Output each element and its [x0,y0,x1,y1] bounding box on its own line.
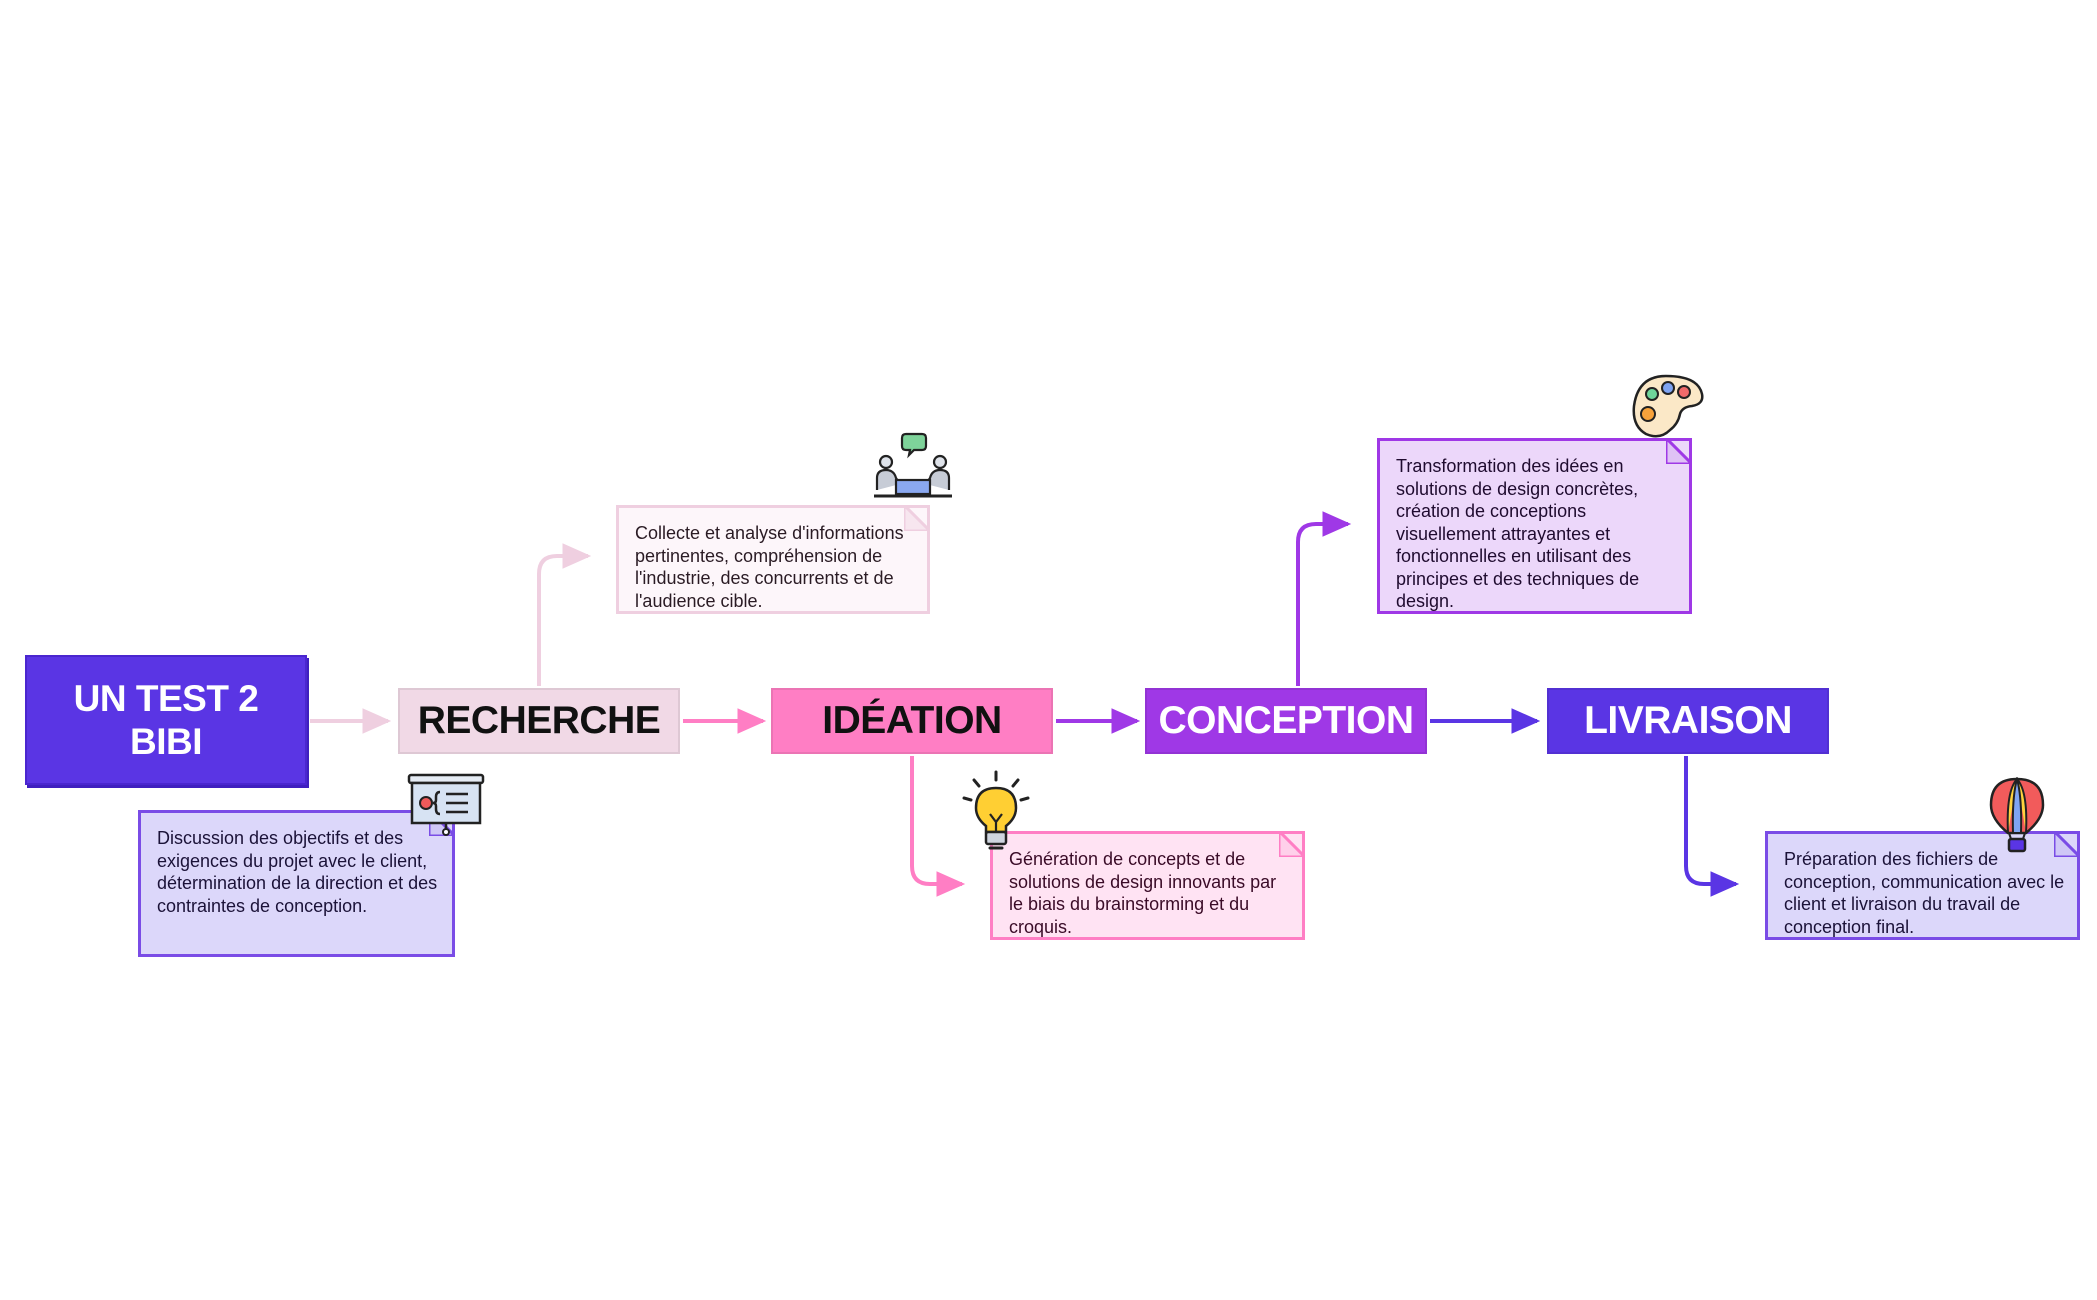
connector-ideation-note [910,756,966,897]
root-node-label: UN TEST 2 BIBI [73,678,259,762]
note-livraison[interactable]: Préparation des fichiers de conception, … [1765,831,2080,940]
note-recherche[interactable]: Collecte et analyse d'informations perti… [616,505,930,614]
note-root[interactable]: Discussion des objectifs et des exigence… [138,810,455,957]
note-livraison-text: Préparation des fichiers de conception, … [1784,849,2065,937]
stage-node-conception[interactable]: CONCEPTION [1145,688,1427,754]
note-recherche-text: Collecte et analyse d'informations perti… [635,523,904,611]
note-conception[interactable]: Transformation des idées en solutions de… [1377,438,1692,614]
hot-air-balloon-icon [1989,777,2045,853]
note-fold-corner [1279,831,1305,857]
stage-node-recherche[interactable]: RECHERCHE [398,688,680,754]
note-ideation[interactable]: Génération de concepts et de solutions d… [990,831,1305,940]
palette-icon [1632,374,1704,438]
note-fold-corner [2054,831,2080,857]
stage-label-recherche: RECHERCHE [417,699,661,742]
note-fold-corner [904,505,930,531]
note-root-text: Discussion des objectifs et des exigence… [157,828,438,916]
stage-node-ideation[interactable]: IDÉATION [771,688,1053,754]
stage-label-livraison: LIVRAISON [1584,699,1792,742]
connector-livraison-note [1684,756,1740,897]
presentation-board-icon [407,773,485,836]
stage-label-conception: CONCEPTION [1158,699,1414,742]
connector-conception-note [1296,511,1352,686]
note-fold-corner [1666,438,1692,464]
note-ideation-text: Génération de concepts et de solutions d… [1009,849,1277,937]
stage-label-ideation: IDÉATION [822,699,1002,742]
root-node[interactable]: UN TEST 2 BIBI [25,655,307,785]
meeting-icon [874,432,952,498]
lightbulb-icon [962,770,1030,850]
connector-recherche-note [537,543,592,686]
note-conception-text: Transformation des idées en solutions de… [1396,456,1640,611]
stage-node-livraison[interactable]: LIVRAISON [1547,688,1829,754]
